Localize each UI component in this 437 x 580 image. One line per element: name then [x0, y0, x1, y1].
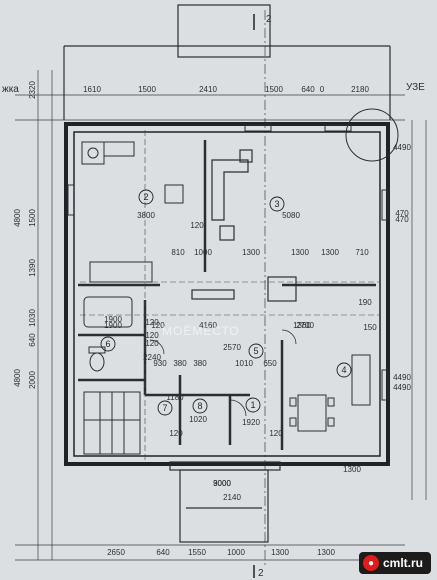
dim-bottom: 2650 — [107, 548, 125, 557]
room-number-text: 8 — [197, 401, 202, 411]
pin-icon: ● — [362, 555, 379, 571]
dim-top: 2410 — [199, 85, 217, 94]
dim-interior: 2700 — [296, 321, 314, 330]
dim-interior: 3000 — [213, 479, 231, 488]
svg-text:2: 2 — [258, 568, 264, 579]
bath-icon — [83, 296, 133, 328]
dim-top: 1500 — [265, 85, 283, 94]
dim-interior: 810 — [171, 248, 185, 257]
dim-interior: 190 — [358, 298, 372, 307]
dim-right: 4490 — [393, 143, 411, 152]
dim-interior: 1180 — [166, 393, 184, 402]
room-number-text: 7 — [162, 403, 167, 413]
corner-label-right: УЗЕ — [406, 82, 425, 93]
dim-interior: 120 — [151, 321, 165, 330]
room-number-text: 6 — [105, 339, 110, 349]
dim-interior: 1920 — [242, 418, 260, 427]
dim-interior: 120 — [169, 429, 183, 438]
room-number-7: 7 — [157, 400, 173, 416]
dim-interior: 930 — [153, 359, 167, 368]
dim-interior: 1300 — [291, 248, 309, 257]
dim-interior: 4160 — [199, 321, 217, 330]
dim-bottom: 640 — [156, 548, 170, 557]
room-number-3: 3 — [269, 196, 285, 212]
dim-right: 4490 — [393, 383, 411, 392]
dim-bottom: 1300 — [271, 548, 289, 557]
room-number-5: 5 — [248, 343, 264, 359]
dim-interior: 710 — [355, 248, 369, 257]
dim-bottom: 1300 — [317, 548, 335, 557]
room-number-4: 4 — [336, 362, 352, 378]
section-marker-top: 2 — [253, 14, 272, 30]
dim-interior: 120 — [190, 221, 204, 230]
dim-interior: 650 — [263, 359, 277, 368]
dim-left: 640 — [28, 333, 37, 347]
room-number-text: 5 — [253, 346, 258, 356]
dim-interior: 1300 — [321, 248, 339, 257]
dim-interior: 2570 — [223, 343, 241, 352]
sofa-icon — [89, 261, 153, 283]
dim-bottom: 9000 — [213, 479, 231, 488]
room-number-text: 4 — [341, 365, 346, 375]
dim-left: 1030 — [28, 309, 37, 327]
dim-interior: 1000 — [194, 248, 212, 257]
dim-left: 2320 — [28, 81, 37, 99]
dim-left: 4800 — [13, 209, 22, 227]
dim-interior: 1300 — [343, 465, 361, 474]
room-number-text: 1 — [250, 400, 255, 410]
room-number-2: 2 — [138, 189, 154, 205]
corner-label-left: жка — [2, 84, 19, 95]
dim-top: 2180 — [351, 85, 369, 94]
room-number-6: 6 — [100, 336, 116, 352]
room-number-8: 8 — [192, 398, 208, 414]
section-marker-bottom: 2 — [253, 565, 264, 579]
dim-left: 4800 — [13, 369, 22, 387]
room-number-1: 1 — [245, 397, 261, 413]
dim-interior: 120 — [269, 429, 283, 438]
dim-interior: 380 — [193, 359, 207, 368]
dim-right: 470 — [395, 209, 409, 218]
dim-right: 470 — [395, 215, 409, 224]
svg-text:2: 2 — [266, 14, 272, 25]
dim-bottom: 1000 — [227, 548, 245, 557]
site-badge-text: cmlt.ru — [382, 556, 423, 570]
watermark: МОЁМЕСТО — [162, 324, 240, 338]
dim-interior: 1900 — [104, 315, 122, 324]
dim-interior: 1020 — [189, 415, 207, 424]
dim-left: 1390 — [28, 259, 37, 277]
dim-interior: 120 — [145, 318, 159, 327]
dim-top: 1500 — [138, 85, 156, 94]
dim-interior: 5080 — [282, 211, 300, 220]
dim-top: 1610 — [83, 85, 101, 94]
dim-interior: 120 — [145, 339, 159, 348]
table-icon — [164, 184, 184, 204]
dim-interior: 3800 — [137, 211, 155, 220]
room-number-text: 2 — [143, 192, 148, 202]
dim-bottom: 1550 — [188, 548, 206, 557]
dim-interior: 380 — [173, 359, 187, 368]
dim-interior: 1010 — [235, 359, 253, 368]
dim-left: 1500 — [28, 209, 37, 227]
dim-interior: 1300 — [242, 248, 260, 257]
dim-left: 2000 — [28, 371, 37, 389]
dim-top: 640 — [301, 85, 315, 94]
dim-interior: 2140 — [223, 493, 241, 502]
dim-top: 0 — [320, 85, 325, 94]
dim-interior: 1900 — [104, 321, 122, 330]
dim-interior: 2240 — [143, 353, 161, 362]
stair-icon — [83, 391, 141, 455]
dim-interior: 150 — [363, 323, 377, 332]
dim-interior: 120 — [145, 331, 159, 340]
site-badge[interactable]: ● cmlt.ru — [358, 552, 431, 574]
dim-interior: 1360 — [293, 321, 311, 330]
dim-right: 4490 — [393, 373, 411, 382]
room-number-text: 3 — [274, 199, 279, 209]
